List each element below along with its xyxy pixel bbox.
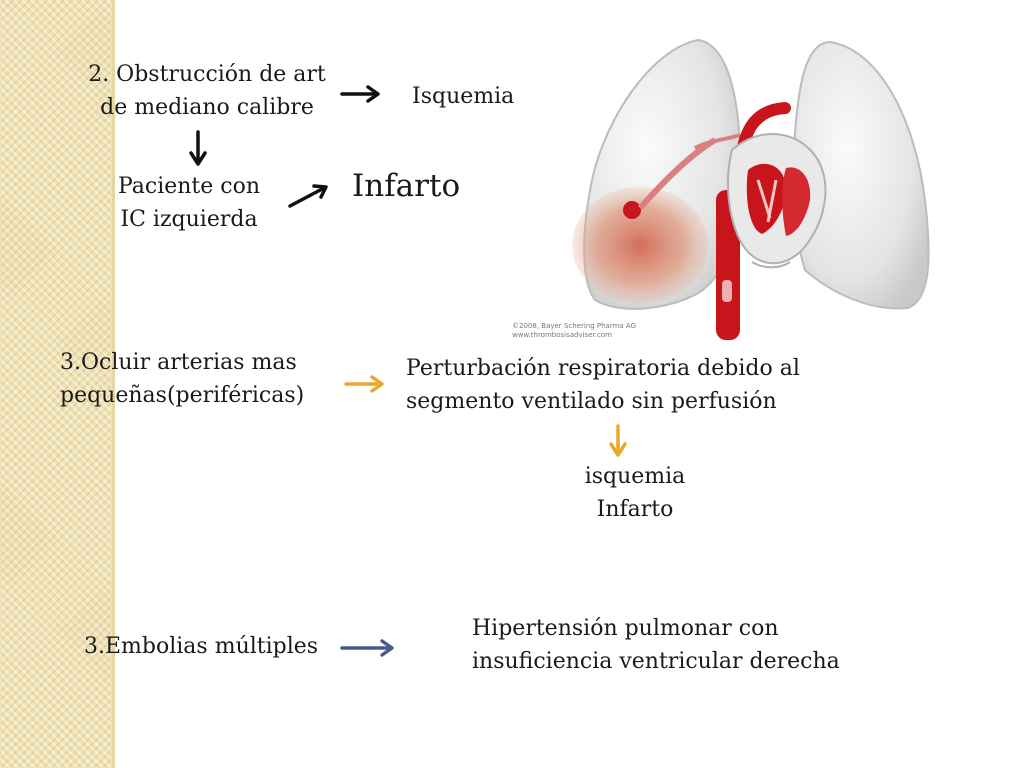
decorative-side-band	[0, 0, 115, 768]
arrow-right-icon	[344, 375, 384, 393]
respiratory-effect-text: Perturbación respiratoria debido al segm…	[406, 356, 800, 414]
patient-condition-text: Paciente con IC izquierda	[117, 174, 261, 232]
multiple-embolism-text: 3.Embolias múltiples	[84, 634, 319, 659]
arrow-right-icon	[340, 85, 380, 103]
arrow-right-icon	[340, 639, 394, 657]
isquemia-label: Isquemia	[412, 84, 515, 109]
image-credit: ©2008, Bayer Schering Pharma AG www.thro…	[512, 322, 636, 339]
step3-cause-text: 3.Ocluir arterias mas pequeñas(periféric…	[60, 350, 305, 408]
hypertension-effect-text: Hipertensión pulmonar con insuficiencia …	[472, 616, 840, 674]
arrow-down-icon	[609, 424, 627, 457]
lung-heart-illustration	[572, 38, 930, 340]
arrow-down-icon	[189, 130, 207, 166]
arrow-diagonal-up-icon	[288, 184, 328, 208]
infarto-label: Infarto	[352, 168, 461, 204]
step2-cause-text: 2. Obstrucción de art de mediano calibre	[88, 62, 326, 120]
result-text: isquemia Infarto	[584, 464, 686, 522]
